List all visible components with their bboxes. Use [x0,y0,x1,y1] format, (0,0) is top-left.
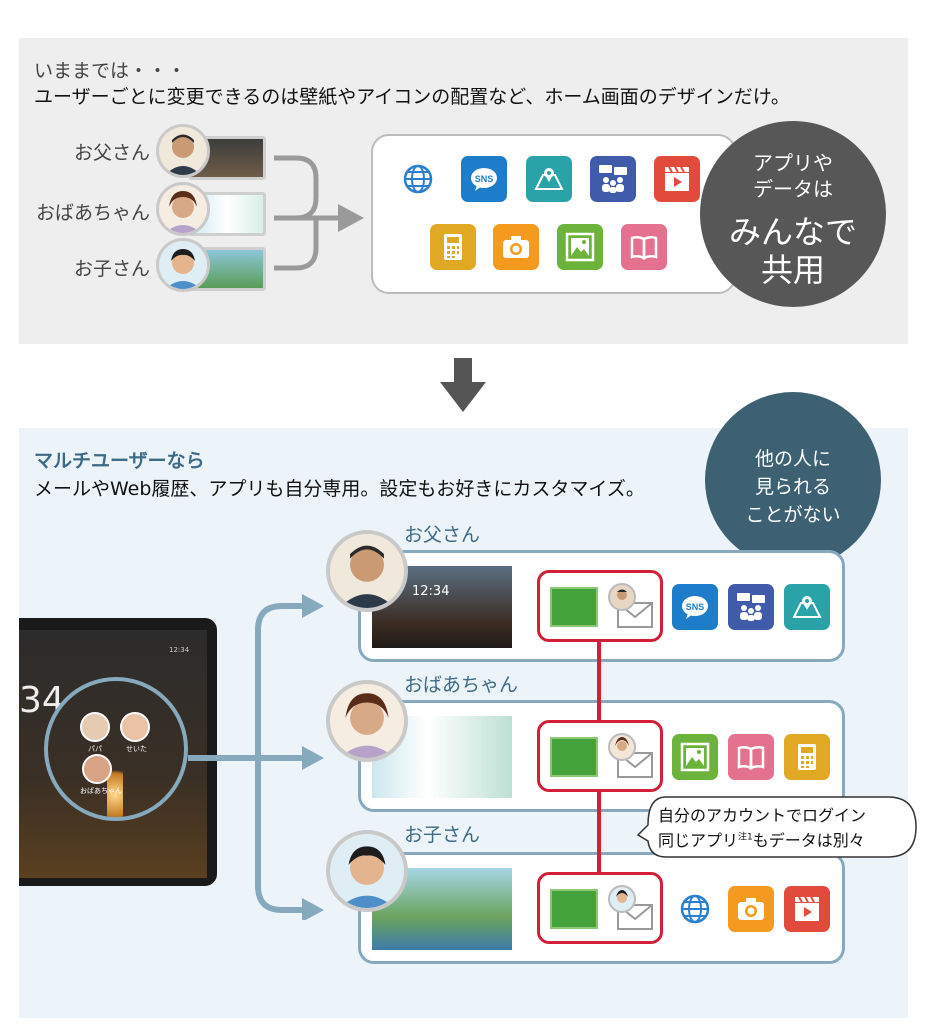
globe-icon [672,886,718,932]
shared-bubble-line1: アプリや [753,151,833,175]
private-data-bubble: 他の人に 見られる ことがない [705,392,881,568]
shared-bubble-line4: 共用 [760,251,825,289]
callout-line2: 同じアプリ注1もデータは別々 [658,827,865,851]
mini-avatar-grandma-label: おばあちゃん [80,787,122,795]
shared-bubble-line2: データは [753,177,833,201]
map-icon [784,584,830,630]
mail-icon [608,885,653,930]
father-user-label: お父さん [404,524,481,546]
calculator-icon [430,224,476,270]
father-large-avatar [326,530,408,612]
callout-shape [636,796,917,858]
video-icon [654,156,700,202]
branch-arrows [188,594,324,920]
sns-icon: SNS [672,584,718,630]
camera-icon [728,886,774,932]
before-user-grandma-label: おばあちゃん [35,202,150,224]
shared-bubble-line3: みんなで [728,213,857,251]
father-avatar [156,124,210,178]
callout-line2-pre: 同じアプリ [658,831,739,850]
child-avatar [156,238,210,292]
photo-icon [550,587,598,627]
multiuser-title: マルチユーザーなら [34,450,205,472]
before-description: ユーザーごとに変更できるのは壁紙やアイコンの配置など、ホーム画面のデザインだけ。 [34,86,790,108]
mini-avatar-father-label: パパ [88,745,102,753]
callout-footnote-mark: 注1 [738,832,753,843]
grandma-private-box [537,720,663,792]
child-private-box [537,872,663,944]
down-arrow-icon [440,358,486,412]
calculator-icon [784,734,830,780]
before-lead: いままでは・・・ [34,60,187,82]
map-icon [526,156,572,202]
video-icon [784,886,830,932]
before-user-child-label: お子さん [73,258,150,280]
child-large-avatar [326,830,408,912]
callout-line2-post: もデータは別々 [752,831,865,850]
people-icon [590,156,636,202]
private-bubble-line3: ことがない [745,504,841,526]
book-icon [728,734,774,780]
tablet-status-time: 12:34 [169,646,190,654]
book-icon [621,224,667,270]
separate-data-callout: 自分のアカウントでログイン 同じアプリ注1もデータは別々 [636,795,918,859]
mini-avatar-child[interactable] [120,712,150,742]
shared-data-bubble: アプリや データは みんなで 共用 [700,121,886,307]
svg-text:SNS: SNS [686,602,705,612]
before-user-father-label: お父さん [73,142,150,164]
grandma-avatar [156,182,210,236]
mini-avatar-child-label: せいた [126,745,147,753]
svg-text:SNS: SNS [475,174,494,184]
camera-icon [493,224,539,270]
globe-icon [395,156,441,202]
gallery-icon [557,224,603,270]
gallery-icon [672,734,718,780]
sns-icon: SNS [461,156,507,202]
user-select-circle [44,677,188,821]
people-icon [728,584,774,630]
mail-icon [608,733,653,778]
mail-icon [608,583,653,628]
multiuser-description: メールやWeb履歴、アプリも自分専用。設定もお好きにカスタマイズ。 [34,478,645,500]
mini-avatar-grandma[interactable] [82,754,112,784]
photo-icon [550,889,598,929]
callout-line1: 自分のアカウントでログイン [658,806,867,825]
grandma-large-avatar [326,680,408,762]
photo-icon [550,737,598,777]
private-bubble-line2: 見られる [754,476,831,498]
father-home-clock: 12:34 [412,584,450,599]
father-private-box [537,570,663,642]
private-bubble-line1: 他の人に [754,448,831,470]
child-user-label: お子さん [404,824,481,846]
merge-connector [274,155,364,271]
grandma-user-label: おばあちゃん [404,674,519,696]
mini-avatar-father[interactable] [80,712,110,742]
